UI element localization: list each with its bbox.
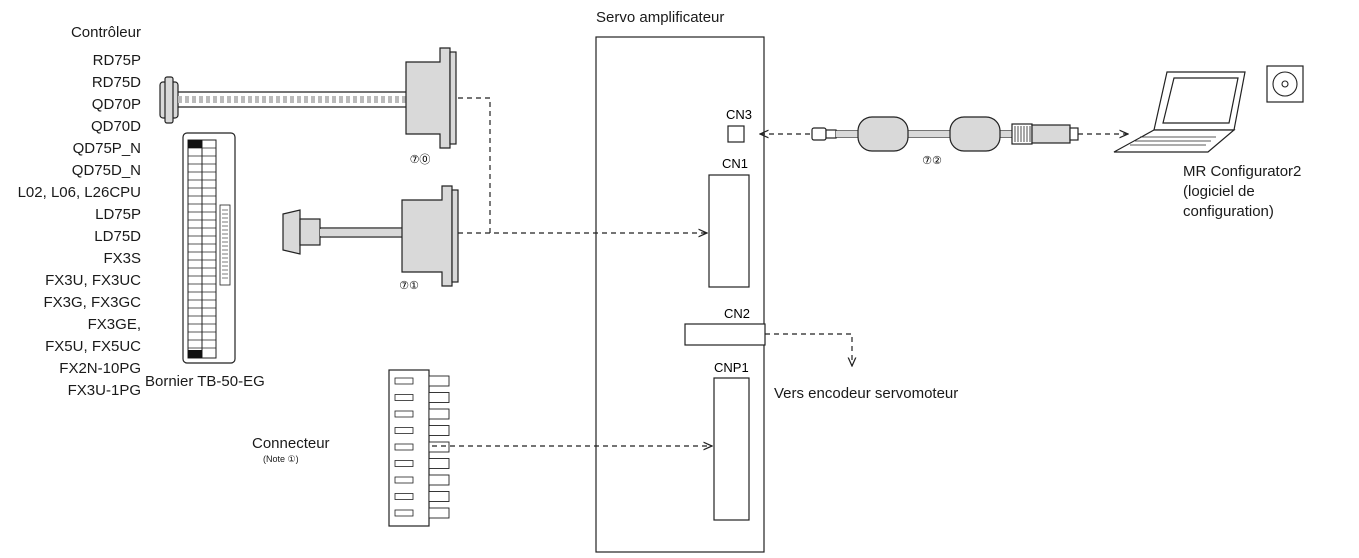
controller-model-item: FX5U, FX5UC bbox=[45, 338, 141, 355]
controller-model-item: LD75D bbox=[94, 228, 141, 245]
controller-model-item: QD75P_N bbox=[73, 140, 141, 157]
cd-icon bbox=[1266, 65, 1304, 103]
controller-model-item: L02, L06, L26CPU bbox=[18, 184, 141, 201]
controller-model-item: FX3U, FX3UC bbox=[45, 272, 141, 289]
controller-model-item: FX3G, FX3GC bbox=[43, 294, 141, 311]
encoder-label: Vers encodeur servomoteur bbox=[774, 385, 958, 402]
controller-title: Contrôleur bbox=[71, 24, 141, 41]
power-connector-block bbox=[388, 369, 450, 527]
controller-model-item: FX3U-1PG bbox=[68, 382, 141, 399]
port-cn2-label: CN2 bbox=[724, 306, 750, 321]
port-cnp1-label: CNP1 bbox=[714, 360, 749, 375]
cable-72-number: ⑦② bbox=[922, 154, 942, 167]
port-cn2 bbox=[684, 323, 766, 346]
terminal-block-label: Bornier TB-50-EG bbox=[145, 373, 265, 390]
controller-model-item: QD70P bbox=[92, 96, 141, 113]
port-cn1-label: CN1 bbox=[722, 156, 748, 171]
software-desc-1: (logiciel de bbox=[1183, 183, 1255, 200]
controller-model-item: FX2N-10PG bbox=[59, 360, 141, 377]
port-cnp1 bbox=[713, 377, 750, 521]
cable-71-assembly: ⑦① bbox=[282, 185, 459, 292]
software-name: MR Configurator2 bbox=[1183, 163, 1301, 180]
port-cn3-label: CN3 bbox=[726, 107, 752, 122]
controller-model-item: LD75P bbox=[95, 206, 141, 223]
servo-title: Servo amplificateur bbox=[596, 9, 724, 26]
controller-model-list: RD75P RD75D QD70P QD70D QD75P_N QD75D_N L02, L… bbox=[18, 52, 142, 399]
connector-70-body bbox=[405, 47, 451, 149]
connector-71-body bbox=[401, 185, 453, 287]
cable-70-assembly: ⑦⓪ bbox=[159, 47, 457, 166]
laptop-icon bbox=[1113, 71, 1246, 153]
port-cn1 bbox=[708, 174, 750, 288]
cable-71-number: ⑦① bbox=[399, 279, 419, 292]
cable-70-number: ⑦⓪ bbox=[410, 153, 431, 166]
software-desc-2: configuration) bbox=[1183, 203, 1274, 220]
usb-cable-72: ⑦② bbox=[811, 116, 1079, 167]
port-cn3 bbox=[727, 125, 745, 143]
controller-model-item: RD75D bbox=[92, 74, 141, 91]
controller-model-item: FX3S bbox=[103, 250, 141, 267]
controller-model-item: RD75P bbox=[93, 52, 141, 69]
terminal-block-tb50 bbox=[182, 132, 236, 364]
link-cn2-to-encoder bbox=[765, 333, 852, 366]
link-70-to-cn1 bbox=[458, 97, 707, 233]
plc-plug-71 bbox=[282, 209, 301, 255]
controller-model-item: QD70D bbox=[91, 118, 141, 135]
controller-model-item: QD75D_N bbox=[72, 162, 141, 179]
connector-note: (Note ①) bbox=[263, 454, 299, 464]
controller-model-item: FX3GE, bbox=[88, 316, 141, 333]
connector-label: Connecteur bbox=[252, 435, 330, 452]
